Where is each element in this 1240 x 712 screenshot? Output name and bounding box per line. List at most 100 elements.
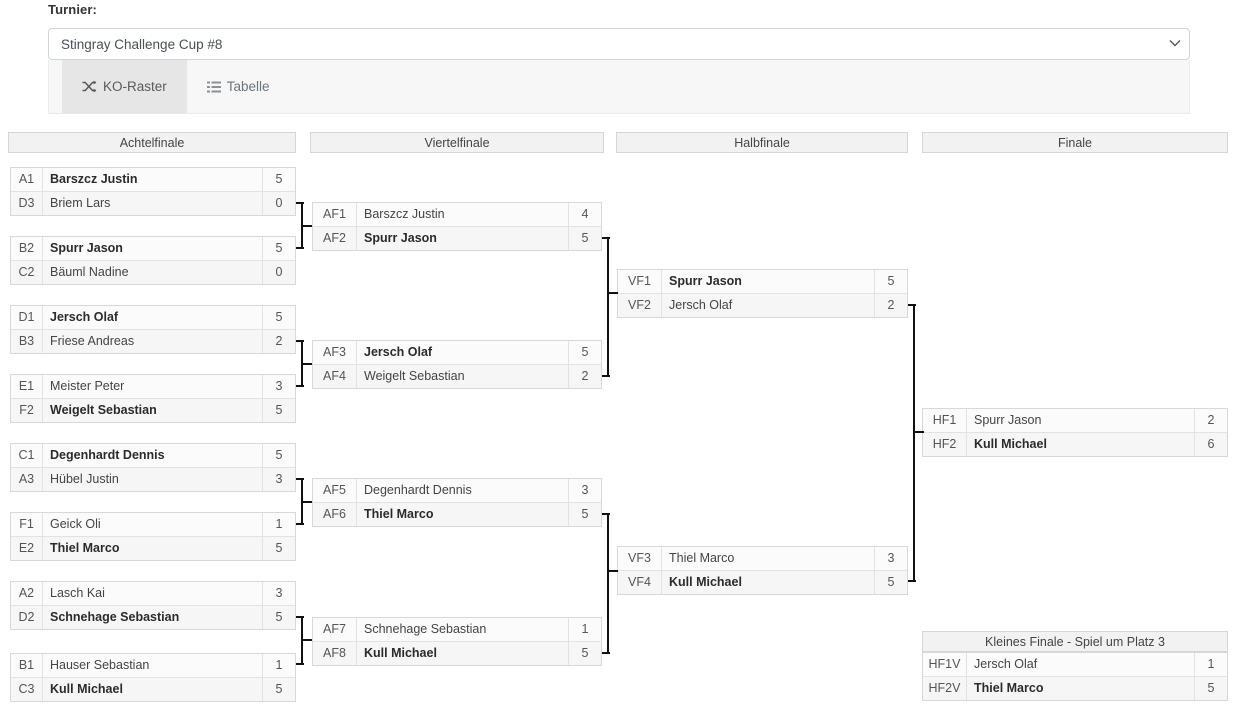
match-row[interactable]: B2 Spurr Jason 5: [11, 237, 295, 261]
seed: AF2: [313, 226, 357, 250]
match-vf-1[interactable]: AF1 Barszcz Justin 4 AF2 Spurr Jason 5: [312, 202, 602, 251]
connector: [301, 363, 312, 365]
match-row[interactable]: F2 Weigelt Sebastian 5: [11, 398, 295, 422]
match-row[interactable]: C2 Bäuml Nadine 0: [11, 260, 295, 284]
match-row[interactable]: VF2 Jersch Olaf 2: [618, 293, 907, 317]
connector: [296, 340, 304, 342]
connector: [296, 523, 304, 525]
match-third-place[interactable]: HF1V Jersch Olaf 1 HF2V Thiel Marco 5: [922, 652, 1228, 701]
score: 6: [1194, 432, 1227, 456]
match-vf-3[interactable]: AF5 Degenhardt Dennis 3 AF6 Thiel Marco …: [312, 478, 602, 527]
match-final[interactable]: HF1 Spurr Jason 2 HF2 Kull Michael 6: [922, 408, 1228, 457]
tab-ko-raster-label: KO-Raster: [103, 79, 167, 94]
seed: VF2: [618, 293, 662, 317]
match-row[interactable]: HF2V Thiel Marco 5: [923, 676, 1227, 700]
match-vf-4[interactable]: AF7 Schnehage Sebastian 1 AF8 Kull Micha…: [312, 617, 602, 666]
connector: [296, 385, 304, 387]
match-row[interactable]: VF1 Spurr Jason 5: [618, 270, 907, 294]
match-af-8[interactable]: B1 Hauser Sebastian 1 C3 Kull Michael 5: [10, 653, 296, 702]
match-row[interactable]: AF3 Jersch Olaf 5: [313, 341, 601, 365]
player-name: Schnehage Sebastian: [50, 610, 180, 625]
match-row[interactable]: HF1V Jersch Olaf 1: [923, 653, 1227, 677]
match-row[interactable]: HF1 Spurr Jason 2: [923, 409, 1227, 433]
seed: E1: [11, 375, 43, 398]
match-row[interactable]: D2 Schnehage Sebastian 5: [11, 605, 295, 629]
connector: [602, 652, 610, 654]
seed: AF6: [313, 502, 357, 526]
seed: VF1: [618, 270, 662, 293]
match-row[interactable]: AF6 Thiel Marco 5: [313, 502, 601, 526]
seed: AF4: [313, 364, 357, 388]
match-row[interactable]: B1 Hauser Sebastian 1: [11, 654, 295, 678]
tab-tabelle[interactable]: Tabelle: [187, 60, 290, 113]
player-name: Lasch Kai: [50, 586, 105, 601]
match-af-5[interactable]: C1 Degenhardt Dennis 5 A3 Hübel Justin 3: [10, 443, 296, 492]
match-row[interactable]: E1 Meister Peter 3: [11, 375, 295, 399]
match-row[interactable]: A3 Hübel Justin 3: [11, 467, 295, 491]
score: 5: [874, 270, 907, 293]
match-af-2[interactable]: B2 Spurr Jason 5 C2 Bäuml Nadine 0: [10, 236, 296, 285]
shuffle-icon: [82, 80, 97, 93]
match-row[interactable]: E2 Thiel Marco 5: [11, 536, 295, 560]
match-row[interactable]: B3 Friese Andreas 2: [11, 329, 295, 353]
player-name: Degenhardt Dennis: [50, 448, 165, 463]
connector: [301, 639, 312, 641]
match-row[interactable]: A1 Barszcz Justin 5: [11, 168, 295, 192]
match-vf-2[interactable]: AF3 Jersch Olaf 5 AF4 Weigelt Sebastian …: [312, 340, 602, 389]
seed: HF1V: [923, 653, 967, 676]
match-row[interactable]: C1 Degenhardt Dennis 5: [11, 444, 295, 468]
player-name: Schnehage Sebastian: [364, 622, 487, 637]
match-row[interactable]: A2 Lasch Kai 3: [11, 582, 295, 606]
score: 5: [262, 306, 295, 329]
score: 5: [262, 536, 295, 560]
match-row[interactable]: VF4 Kull Michael 5: [618, 570, 907, 594]
player-name: Friese Andreas: [50, 334, 135, 349]
score: 2: [262, 329, 295, 353]
match-af-6[interactable]: F1 Geick Oli 1 E2 Thiel Marco 5: [10, 512, 296, 561]
connector: [296, 616, 304, 618]
match-row[interactable]: VF3 Thiel Marco 3: [618, 547, 907, 571]
match-row[interactable]: AF1 Barszcz Justin 4: [313, 203, 601, 227]
match-row[interactable]: D3 Briem Lars 0: [11, 191, 295, 215]
seed: AF5: [313, 479, 357, 502]
round-header-viertelfinale: Viertelfinale: [310, 132, 604, 153]
score: 2: [568, 364, 601, 388]
seed: C1: [11, 444, 43, 467]
match-af-7[interactable]: A2 Lasch Kai 3 D2 Schnehage Sebastian 5: [10, 581, 296, 630]
score: 1: [262, 654, 295, 677]
player-name: Hübel Justin: [50, 472, 119, 487]
player-name: Spurr Jason: [669, 274, 742, 289]
match-hf-1[interactable]: VF1 Spurr Jason 5 VF2 Jersch Olaf 2: [617, 269, 908, 318]
player-name: Spurr Jason: [974, 413, 1042, 428]
match-row[interactable]: AF7 Schnehage Sebastian 1: [313, 618, 601, 642]
match-row[interactable]: F1 Geick Oli 1: [11, 513, 295, 537]
match-af-4[interactable]: E1 Meister Peter 3 F2 Weigelt Sebastian …: [10, 374, 296, 423]
score: 1: [568, 618, 601, 641]
match-row[interactable]: D1 Jersch Olaf 5: [11, 306, 295, 330]
match-af-3[interactable]: D1 Jersch Olaf 5 B3 Friese Andreas 2: [10, 305, 296, 354]
round-header-halbfinale: Halbfinale: [616, 132, 908, 153]
match-hf-2[interactable]: VF3 Thiel Marco 3 VF4 Kull Michael 5: [617, 546, 908, 595]
tab-ko-raster[interactable]: KO-Raster: [62, 60, 187, 113]
match-row[interactable]: C3 Kull Michael 5: [11, 677, 295, 701]
third-place-title: Kleines Finale - Spiel um Platz 3: [922, 631, 1228, 652]
tab-tabelle-label: Tabelle: [226, 79, 270, 94]
seed: AF3: [313, 341, 357, 364]
score: 3: [568, 479, 601, 502]
seed: HF2: [923, 432, 967, 456]
match-row[interactable]: HF2 Kull Michael 6: [923, 432, 1227, 456]
seed: D2: [11, 605, 43, 629]
player-name: Bäuml Nadine: [50, 265, 129, 280]
connector: [607, 513, 609, 652]
score: 5: [262, 237, 295, 260]
tournament-select[interactable]: Stingray Challenge Cup #8: [48, 28, 1190, 60]
score: 3: [262, 467, 295, 491]
match-row[interactable]: AF8 Kull Michael 5: [313, 641, 601, 665]
match-row[interactable]: AF4 Weigelt Sebastian 2: [313, 364, 601, 388]
score: 3: [262, 582, 295, 605]
match-row[interactable]: AF5 Degenhardt Dennis 3: [313, 479, 601, 503]
match-af-1[interactable]: A1 Barszcz Justin 5 D3 Briem Lars 0: [10, 167, 296, 216]
match-row[interactable]: AF2 Spurr Jason 5: [313, 226, 601, 250]
seed: A1: [11, 168, 43, 191]
